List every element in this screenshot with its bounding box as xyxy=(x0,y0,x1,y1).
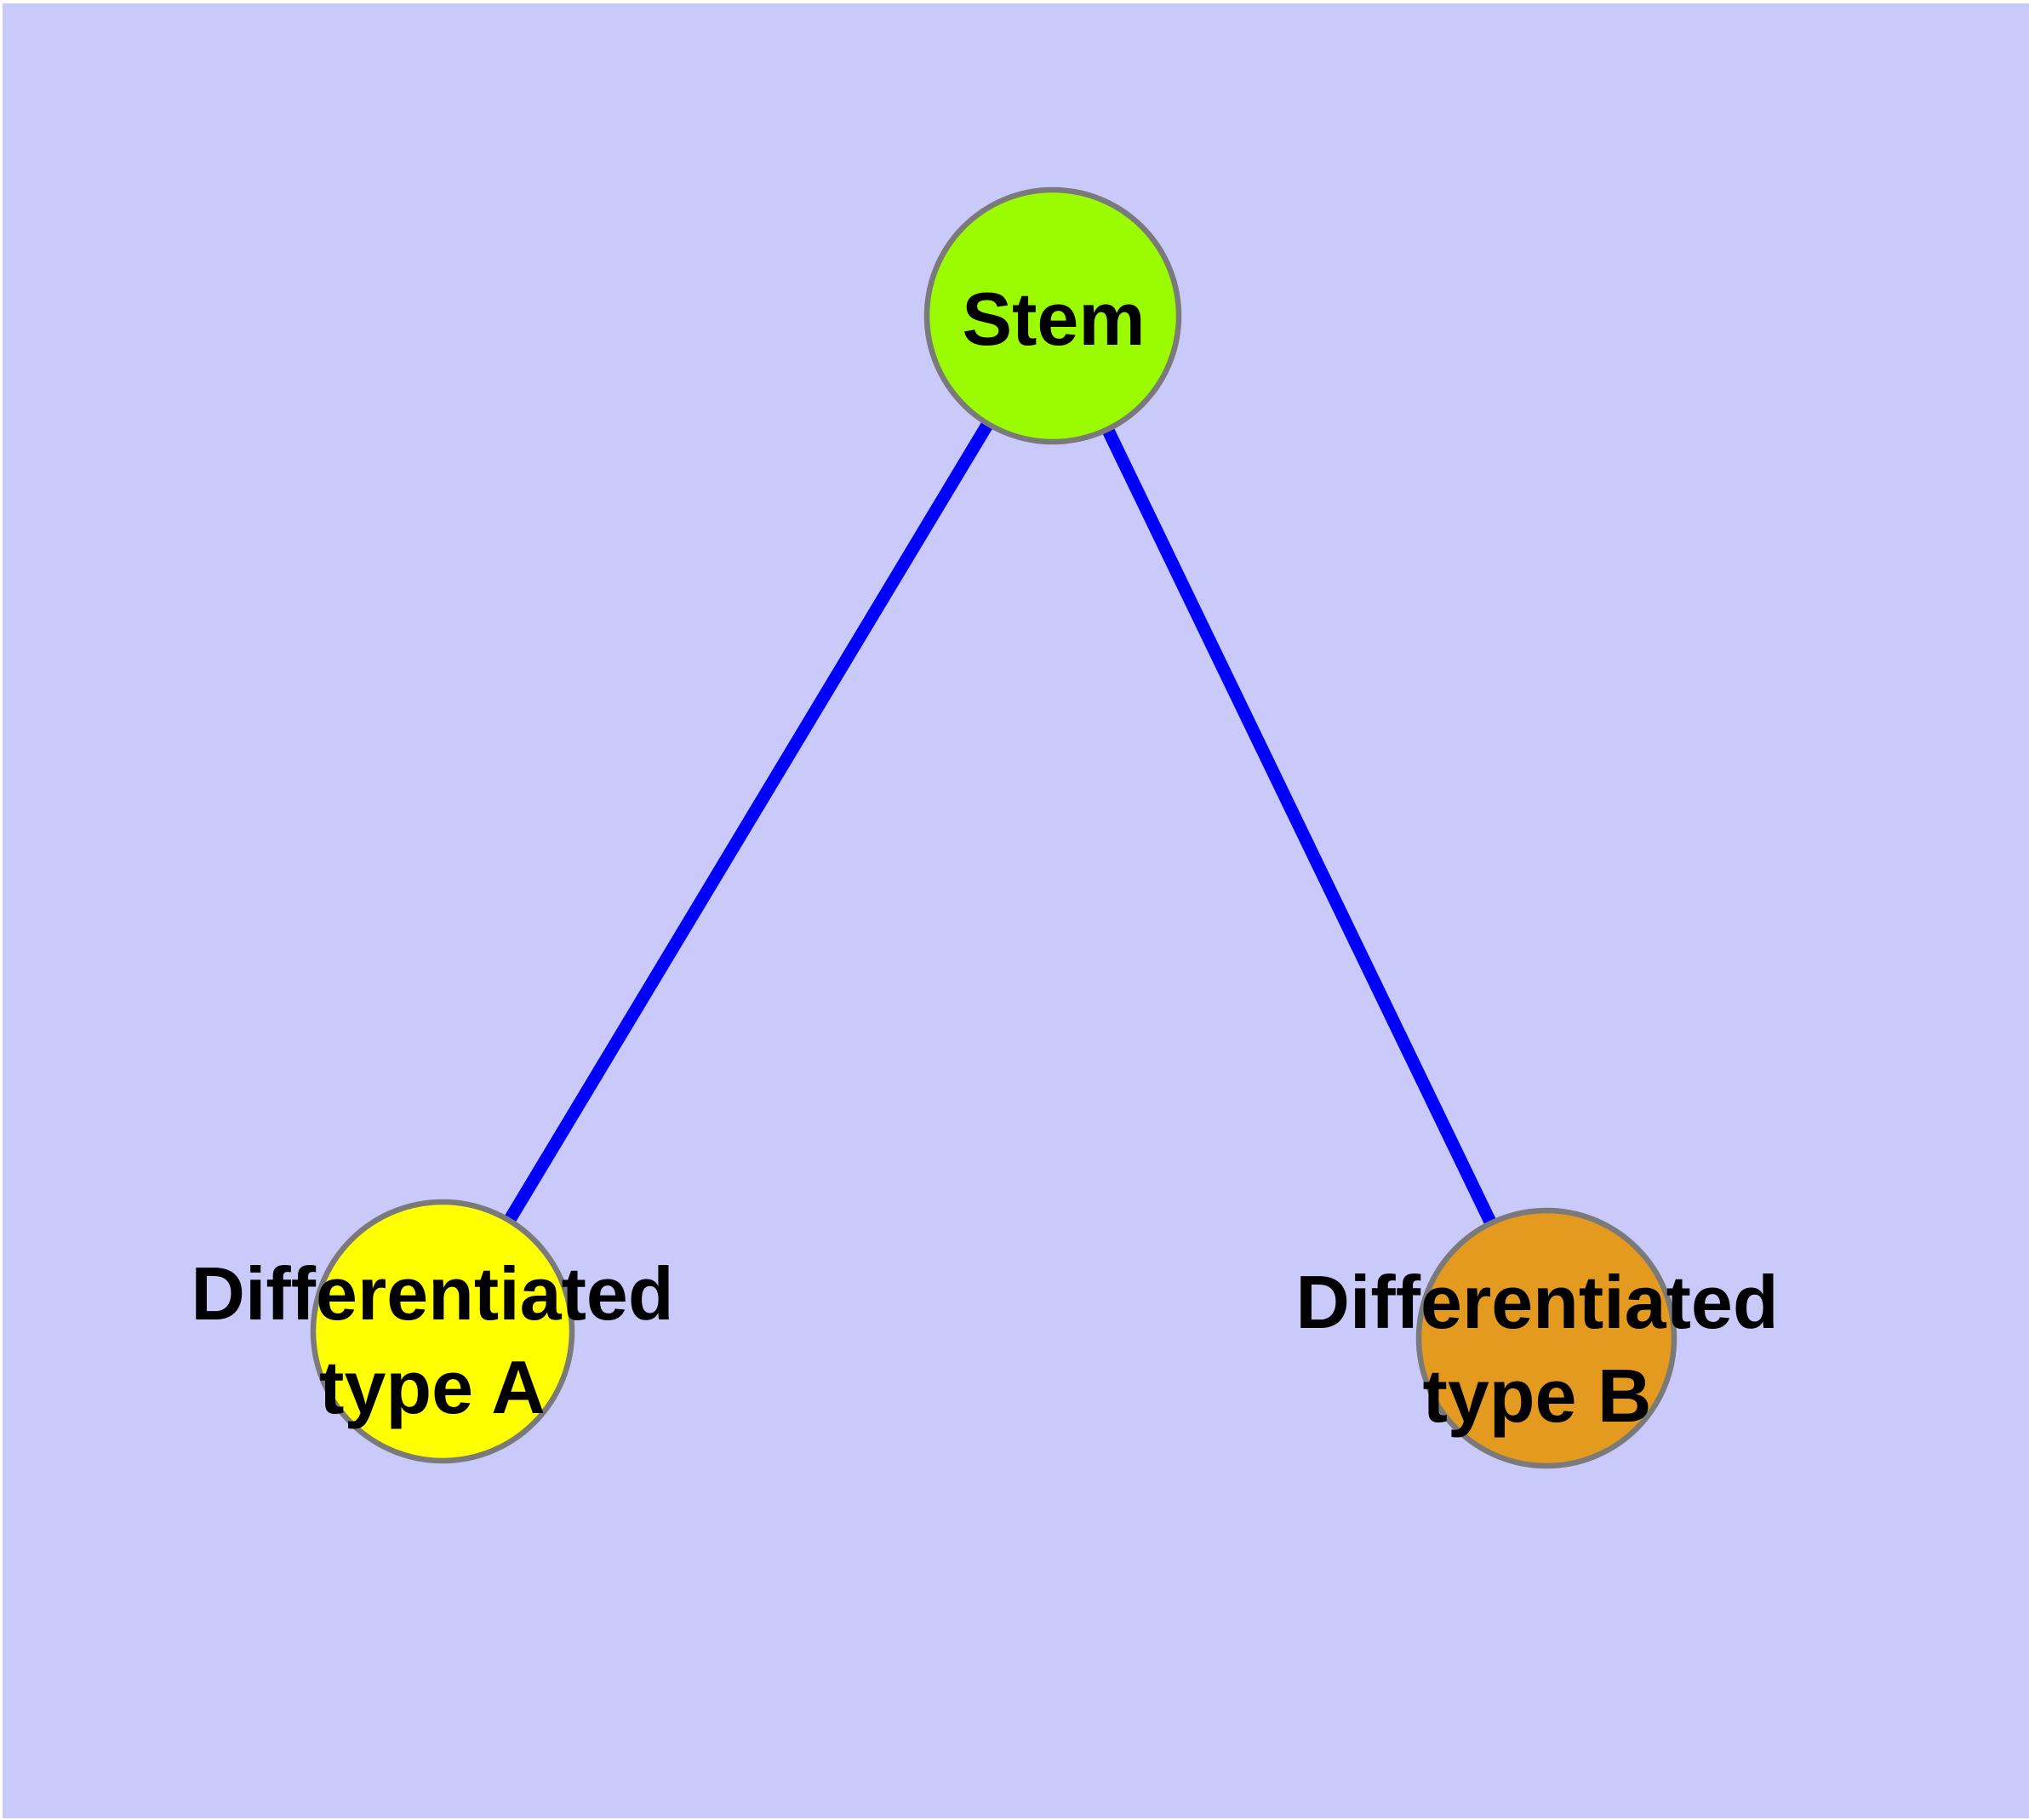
node-type-a-label-line2: type A xyxy=(319,1345,546,1429)
node-type-b-label-line2: type B xyxy=(1423,1354,1652,1438)
node-type-a-label-line1: Differentiated xyxy=(191,1251,673,1336)
node-stem xyxy=(923,186,1182,445)
node-type-b-label-line1: Differentiated xyxy=(1295,1260,1778,1344)
edge-stem-to-type-b xyxy=(1047,312,1552,1342)
node-differentiated-type-b xyxy=(1415,1207,1677,1469)
node-differentiated-type-a xyxy=(310,1199,575,1464)
node-stem-label: Stem xyxy=(962,277,1145,361)
edge-stem-to-type-a xyxy=(437,312,1059,1335)
